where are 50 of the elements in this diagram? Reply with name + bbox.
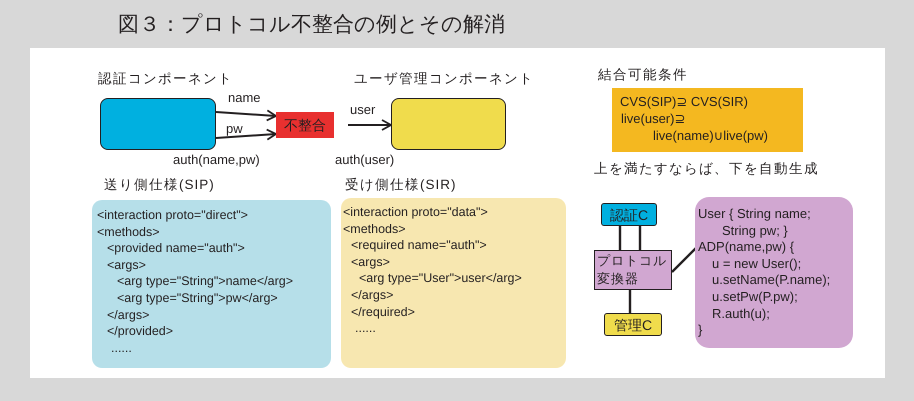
code-line: } (698, 322, 704, 339)
code-line: ...... (110, 340, 133, 356)
label-box: 認証C (601, 203, 657, 226)
connector-line (638, 226, 642, 250)
arrow (216, 128, 277, 140)
label-box: プロトコル変換器 (594, 250, 672, 290)
caption-text: 受け側仕様(SIR) (345, 176, 456, 194)
code-line: u.setPw(P.pw); (711, 288, 799, 306)
heading-text: 認証コンポーネント (98, 70, 233, 88)
code-line: R.auth(u); (711, 306, 771, 322)
code-line: u = new User(); (711, 256, 802, 272)
connector-line (618, 226, 622, 250)
formula-text: live(name)∪live(pw) (652, 127, 769, 144)
code-line: User { String name; (698, 206, 812, 223)
edge-label: pw (226, 121, 243, 136)
label-box: 管理C (604, 313, 662, 336)
code-line: <args> (106, 256, 147, 274)
code-line: ADP(name,pw) { (698, 239, 796, 256)
caption-text: 送り側仕様(SIP) (104, 176, 215, 194)
code-line: String pw; } (721, 222, 789, 240)
code-line: </provided> (106, 323, 174, 340)
code-line: <interaction proto="data"> (343, 204, 489, 221)
heading-text: ユーザ管理コンポーネント (354, 70, 534, 88)
signature-text: auth(user) (335, 152, 394, 167)
heading-text: 結合可能条件 (598, 66, 688, 84)
edge-label: name (228, 90, 261, 105)
code-line: <interaction proto="direct"> (97, 207, 249, 224)
code-line: <methods> (97, 224, 161, 240)
arrow (348, 119, 392, 131)
code-line: <provided name="auth"> (106, 240, 246, 257)
code-line: </args> (106, 306, 150, 324)
code-line: <methods> (343, 220, 407, 238)
signature-text: auth(name,pw) (173, 152, 260, 167)
code-line: u.setName(P.name); (711, 272, 832, 289)
code-line: </required> (350, 304, 416, 320)
arrow (216, 110, 277, 122)
code-line: </args> (350, 286, 394, 304)
code-line: <arg type="String">name</arg> (116, 273, 294, 290)
edge-label: user (350, 102, 376, 117)
code-line: ...... (354, 320, 377, 337)
code-line: <args> (350, 254, 391, 270)
connector-line (628, 290, 632, 313)
title-text: 図３：プロトコル不整合の例とその解消 (118, 12, 505, 38)
code-line: <arg type="String">pw</arg> (116, 290, 279, 307)
formula-text: CVS(SIP)⊇ CVS(SIR) (620, 93, 749, 110)
formula-text: live(user)⊇ (620, 110, 686, 127)
label-box: 不整合 (276, 112, 334, 138)
code-line: <arg type="User">user</arg> (358, 270, 523, 287)
code-line: <required name="auth"> (350, 237, 488, 254)
caption-text: 上を満たすならば、下を自動生成 (594, 160, 819, 178)
